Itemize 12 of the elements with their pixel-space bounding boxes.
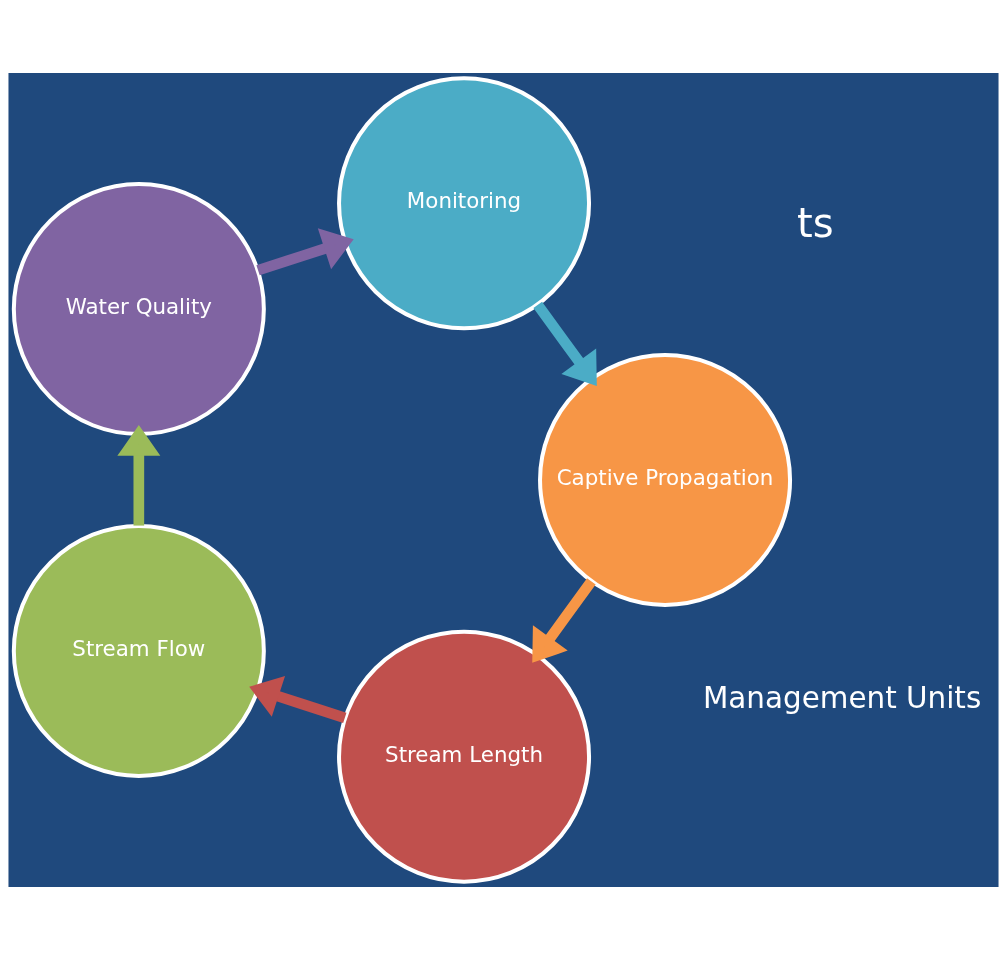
label: ts bbox=[797, 200, 834, 247]
node-circle: Captive Propagation bbox=[538, 352, 793, 607]
node-circle: Stream Length bbox=[337, 629, 592, 884]
node-circle: Stream Flow bbox=[11, 523, 266, 778]
node-circle: Water Quality bbox=[11, 182, 266, 437]
arrow bbox=[532, 578, 596, 663]
node-circle: Monitoring bbox=[337, 76, 592, 331]
arrow bbox=[533, 301, 597, 387]
arrow bbox=[117, 425, 161, 526]
label: Management Units bbox=[702, 681, 982, 716]
arrow bbox=[256, 228, 354, 276]
arrow bbox=[249, 675, 347, 723]
